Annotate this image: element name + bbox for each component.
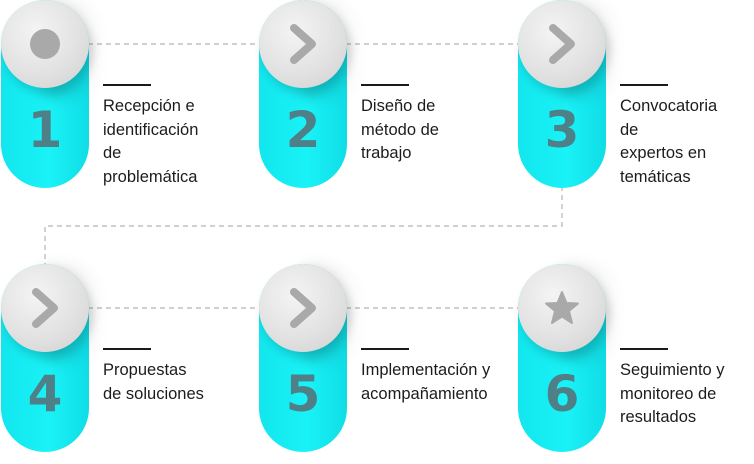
step-4: 4 Propuestas de soluciones — [1, 264, 261, 464]
connector-row-turn — [44, 186, 563, 264]
step-label: Seguimiento y monitoreo de resultados — [620, 359, 754, 430]
step-label-line: acompañamiento — [361, 384, 488, 403]
step-2: 2 Diseño de método de trabajo — [259, 0, 519, 200]
step-label-line: de — [103, 144, 122, 162]
step-label: Convocatoria de expertos en temáticas — [620, 95, 754, 189]
star-icon — [545, 291, 579, 324]
step-icon-circle — [259, 264, 347, 352]
step-number: 2 — [285, 101, 321, 159]
step-rule — [103, 348, 151, 350]
step-5: 5 Implementación y acompañamiento — [259, 264, 519, 464]
step-label-line: Implementación y — [361, 361, 491, 379]
step-label-line: identificación — [103, 120, 199, 139]
step-label: Implementación y acompañamiento — [361, 359, 511, 406]
step-rule — [361, 84, 409, 86]
step-icon-circle — [259, 0, 347, 88]
step-label-line: monitoreo de — [620, 384, 717, 403]
step-label-line: Propuestas — [103, 361, 187, 379]
step-label-line: de — [620, 120, 639, 139]
step-number: 1 — [27, 101, 63, 159]
step-3: 3 Convocatoria de expertos en temáticas — [518, 0, 754, 200]
step-label-line: Seguimiento y — [620, 361, 725, 379]
step-label-line: trabajo — [361, 144, 412, 162]
step-icon-circle — [1, 0, 89, 88]
step-label-line: Diseño de — [361, 97, 436, 115]
step-icon-circle — [518, 0, 606, 88]
step-rule — [620, 348, 668, 350]
step-icon-circle — [1, 264, 89, 352]
step-number: 3 — [544, 101, 580, 159]
step-label-line: de soluciones — [103, 384, 204, 403]
step-label-line: Convocatoria — [620, 97, 718, 115]
step-label-line: Recepción e — [103, 97, 195, 115]
chevron-right-icon — [549, 24, 575, 64]
step-label: Propuestas de soluciones — [103, 359, 253, 406]
dot-icon — [30, 29, 60, 59]
step-label-line: temáticas — [620, 167, 691, 186]
step-label-line: expertos en — [620, 144, 707, 162]
step-rule — [361, 348, 409, 350]
step-rule — [103, 84, 151, 86]
step-rule — [620, 84, 668, 86]
step-label-line: método de — [361, 120, 439, 139]
chevron-right-icon — [290, 288, 316, 328]
step-number: 5 — [285, 365, 321, 423]
step-label-line: resultados — [620, 408, 697, 426]
chevron-right-icon — [32, 288, 58, 328]
step-label: Recepción e identificación de problemáti… — [103, 95, 253, 189]
step-icon-circle — [518, 264, 606, 352]
chevron-right-icon — [290, 24, 316, 64]
step-number: 6 — [544, 365, 580, 423]
step-1: 1 Recepción e identificación de problemá… — [1, 0, 261, 200]
step-number: 4 — [27, 365, 63, 423]
step-label: Diseño de método de trabajo — [361, 95, 511, 166]
step-label-line: problemática — [103, 167, 198, 186]
step-6: 6 Seguimiento y monitoreo de resultados — [518, 264, 754, 464]
